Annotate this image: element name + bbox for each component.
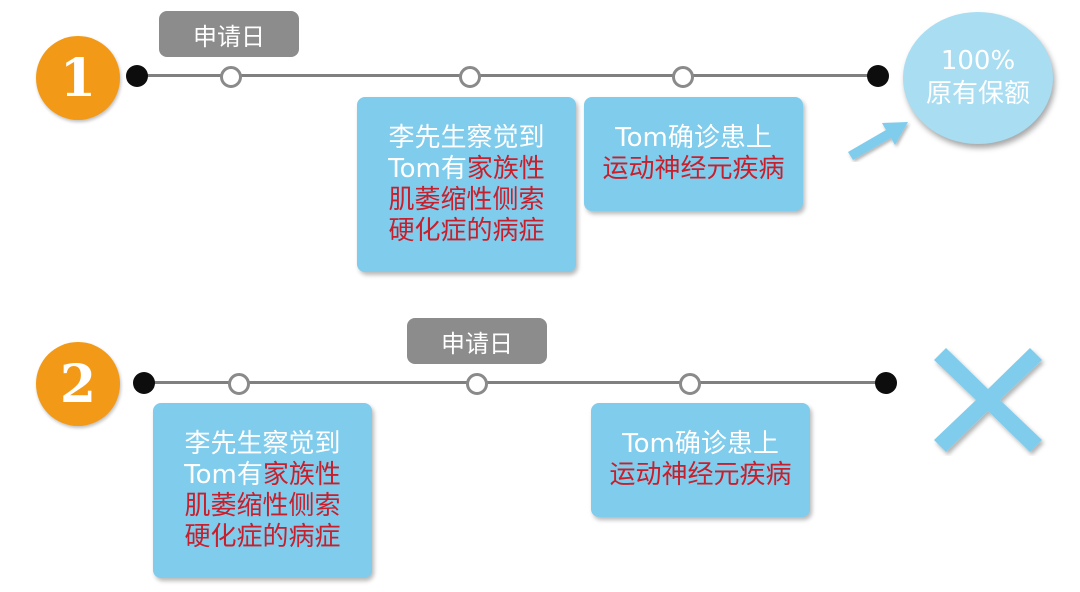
diagnosis-1-line-2: 运动神经元疾病 [602, 154, 785, 184]
symptom-1-line-3: 肌萎缩性侧索 [388, 184, 545, 215]
timeline-2-start-dot [133, 372, 155, 394]
symptom-2-line-3: 肌萎缩性侧索 [184, 490, 341, 521]
symptom-1-line-4: 硬化症的病症 [388, 215, 545, 246]
timeline-1 [138, 74, 880, 77]
symptom-2-line-4: 硬化症的病症 [184, 521, 341, 552]
timeline-1-start-dot [126, 65, 148, 87]
diagnosis-box-1: Tom确诊患上 运动神经元疾病 [584, 97, 803, 211]
diagnosis-2-line-2: 运动神经元疾病 [609, 460, 792, 490]
timeline-1-node-a [220, 66, 242, 88]
symptom-1-line-1: 李先生察觉到 [388, 122, 545, 153]
symptom-1-line-2: Tom有家族性 [388, 153, 545, 184]
diagnosis-2-line-1: Tom确诊患上 [622, 429, 779, 459]
timeline-2-node-b [466, 373, 488, 395]
timeline-1-node-b [459, 66, 481, 88]
timeline-2 [144, 381, 886, 384]
step-number-2: 2 [36, 342, 120, 426]
result-1-label: 原有保额 [925, 79, 1030, 109]
diagnosis-1-line-1: Tom确诊患上 [615, 123, 772, 153]
symptom-box-2: 李先生察觉到 Tom有家族性 肌萎缩性侧索 硬化症的病症 [153, 403, 372, 578]
timeline-1-node-c [672, 66, 694, 88]
symptom-box-1: 李先生察觉到 Tom有家族性 肌萎缩性侧索 硬化症的病症 [357, 97, 576, 272]
timeline-2-node-c [679, 373, 701, 395]
cross-icon [934, 348, 1042, 452]
timeline-2-node-a [228, 373, 250, 395]
symptom-2-line-2: Tom有家族性 [184, 459, 341, 490]
symptom-2-line-1: 李先生察觉到 [184, 428, 341, 459]
step-number-1: 1 [36, 36, 120, 120]
application-date-tag-2: 申请日 [407, 318, 547, 364]
timeline-1-end-dot [867, 65, 889, 87]
arrow-up-right-icon [848, 122, 908, 160]
diagnosis-box-2: Tom确诊患上 运动神经元疾病 [591, 403, 810, 517]
result-1-percent: 100% [940, 46, 1016, 76]
timeline-2-end-dot [875, 372, 897, 394]
result-circle-1: 100% 原有保额 [903, 12, 1053, 144]
application-date-tag-1: 申请日 [159, 11, 299, 57]
